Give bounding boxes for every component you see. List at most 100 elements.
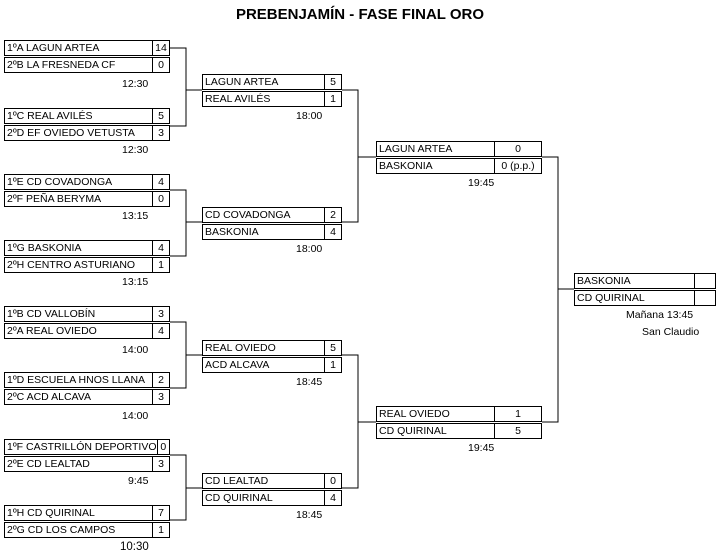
team-name: 1ºG BASKONIA bbox=[7, 242, 82, 254]
team-row: CD LEALTAD 0 bbox=[202, 473, 342, 489]
match-time: 19:45 bbox=[468, 442, 495, 454]
team-score: 3 bbox=[152, 390, 169, 404]
team-row: BASKONIA bbox=[574, 273, 716, 289]
team-score: 2 bbox=[324, 208, 341, 222]
team-name: REAL AVILÉS bbox=[205, 93, 271, 105]
team-name: 2ºE CD LEALTAD bbox=[7, 458, 90, 470]
match-time: Mañana 13:45 bbox=[626, 309, 694, 321]
team-row: CD COVADONGA 2 bbox=[202, 207, 342, 223]
team-score: 0 bbox=[152, 192, 169, 206]
team-name: 2ºF PEÑA BERYMA bbox=[7, 193, 102, 205]
team-score: 4 bbox=[324, 491, 341, 505]
team-name: REAL OVIEDO bbox=[379, 408, 450, 420]
team-score: 7 bbox=[152, 506, 169, 520]
team-name: 1ºH CD QUIRINAL bbox=[7, 507, 95, 519]
team-score bbox=[694, 291, 715, 305]
team-row: 2ºH CENTRO ASTURIANO 1 bbox=[4, 257, 170, 273]
match-time: 19:45 bbox=[468, 177, 495, 189]
match-time: 18:45 bbox=[296, 376, 323, 388]
team-row: 1ºD ESCUELA HNOS LLANA 2 bbox=[4, 372, 170, 388]
match-time: 9:45 bbox=[128, 475, 149, 487]
team-row: LAGUN ARTEA 5 bbox=[202, 74, 342, 90]
team-row: CD QUIRINAL bbox=[574, 290, 716, 306]
team-name: CD LEALTAD bbox=[205, 475, 269, 487]
team-row: 2ºD EF OVIEDO VETUSTA 3 bbox=[4, 125, 170, 141]
team-score: 1 bbox=[324, 358, 341, 372]
team-row: 1ºC REAL AVILÉS 5 bbox=[4, 108, 170, 124]
team-score: 1 bbox=[152, 258, 169, 272]
team-name: 1ºA LAGUN ARTEA bbox=[7, 42, 100, 54]
team-name: 1ºC REAL AVILÉS bbox=[7, 110, 93, 122]
team-score: 0 bbox=[494, 142, 541, 156]
team-score: 0 bbox=[156, 440, 169, 454]
team-row: BASKONIA 0 (p.p.) bbox=[376, 158, 542, 174]
team-name: LAGUN ARTEA bbox=[379, 143, 453, 155]
team-name: 2ºH CENTRO ASTURIANO bbox=[7, 259, 136, 271]
team-score: 4 bbox=[324, 225, 341, 239]
team-row: 2ºE CD LEALTAD 3 bbox=[4, 456, 170, 472]
team-row: 2ºF PEÑA BERYMA 0 bbox=[4, 191, 170, 207]
team-row: ACD ALCAVA 1 bbox=[202, 357, 342, 373]
match-time: 13:15 bbox=[122, 210, 149, 222]
team-name: LAGUN ARTEA bbox=[205, 76, 279, 88]
team-name: 1ºB CD VALLOBÍN bbox=[7, 308, 96, 320]
team-row: 1ºG BASKONIA 4 bbox=[4, 240, 170, 256]
team-score: 4 bbox=[152, 175, 169, 189]
match-time: 13:15 bbox=[122, 276, 149, 288]
team-score: 1 bbox=[324, 92, 341, 106]
team-score: 5 bbox=[324, 341, 341, 355]
team-name: 2ºB LA FRESNEDA CF bbox=[7, 59, 116, 71]
team-row: REAL AVILÉS 1 bbox=[202, 91, 342, 107]
match-time: 18:45 bbox=[296, 509, 323, 521]
team-name: 2ºG CD LOS CAMPOS bbox=[7, 524, 116, 536]
team-score: 5 bbox=[324, 75, 341, 89]
match-time: 18:00 bbox=[296, 243, 323, 255]
team-row: 2ºC ACD ALCAVA 3 bbox=[4, 389, 170, 405]
team-row: REAL OVIEDO 1 bbox=[376, 406, 542, 422]
team-score: 3 bbox=[152, 126, 169, 140]
team-score: 3 bbox=[152, 307, 169, 321]
team-score: 14 bbox=[152, 41, 169, 55]
team-score: 2 bbox=[152, 373, 169, 387]
team-score: 3 bbox=[152, 457, 169, 471]
match-time: 12:30 bbox=[122, 144, 149, 156]
team-name: ACD ALCAVA bbox=[205, 359, 270, 371]
team-score bbox=[694, 274, 715, 288]
team-score: 4 bbox=[152, 324, 169, 338]
match-time: 18:00 bbox=[296, 110, 323, 122]
team-name: 1ºE CD COVADONGA bbox=[7, 176, 113, 188]
team-row: 1ºA LAGUN ARTEA 14 bbox=[4, 40, 170, 56]
match-time: 14:00 bbox=[122, 344, 149, 356]
team-name: 2ºC ACD ALCAVA bbox=[7, 391, 91, 403]
team-name: 2ºD EF OVIEDO VETUSTA bbox=[7, 127, 135, 139]
team-name: CD QUIRINAL bbox=[577, 292, 645, 304]
team-name: CD QUIRINAL bbox=[379, 425, 447, 437]
team-row: REAL OVIEDO 5 bbox=[202, 340, 342, 356]
team-row: 1ºB CD VALLOBÍN 3 bbox=[4, 306, 170, 322]
team-score: 0 bbox=[324, 474, 341, 488]
team-name: 1ºD ESCUELA HNOS LLANA bbox=[7, 374, 146, 386]
match-time: 10:30 bbox=[120, 541, 149, 553]
team-name: REAL OVIEDO bbox=[205, 342, 276, 354]
team-name: BASKONIA bbox=[205, 226, 259, 238]
team-name: CD COVADONGA bbox=[205, 209, 291, 221]
match-time: 14:00 bbox=[122, 410, 149, 422]
team-name: 1ºF CASTRILLÓN DEPORTIVO bbox=[7, 441, 157, 453]
team-row: LAGUN ARTEA 0 bbox=[376, 141, 542, 157]
page-title: PREBENJAMÍN - FASE FINAL ORO bbox=[235, 6, 485, 23]
team-score: 5 bbox=[152, 109, 169, 123]
team-row: BASKONIA 4 bbox=[202, 224, 342, 240]
team-score: 4 bbox=[152, 241, 169, 255]
team-score: 1 bbox=[494, 407, 541, 421]
team-row: 1ºE CD COVADONGA 4 bbox=[4, 174, 170, 190]
team-score: 1 bbox=[152, 523, 169, 537]
team-score: 0 (p.p.) bbox=[494, 159, 541, 173]
match-time: 12:30 bbox=[122, 78, 149, 90]
team-name: BASKONIA bbox=[379, 160, 433, 172]
team-name: BASKONIA bbox=[577, 275, 631, 287]
